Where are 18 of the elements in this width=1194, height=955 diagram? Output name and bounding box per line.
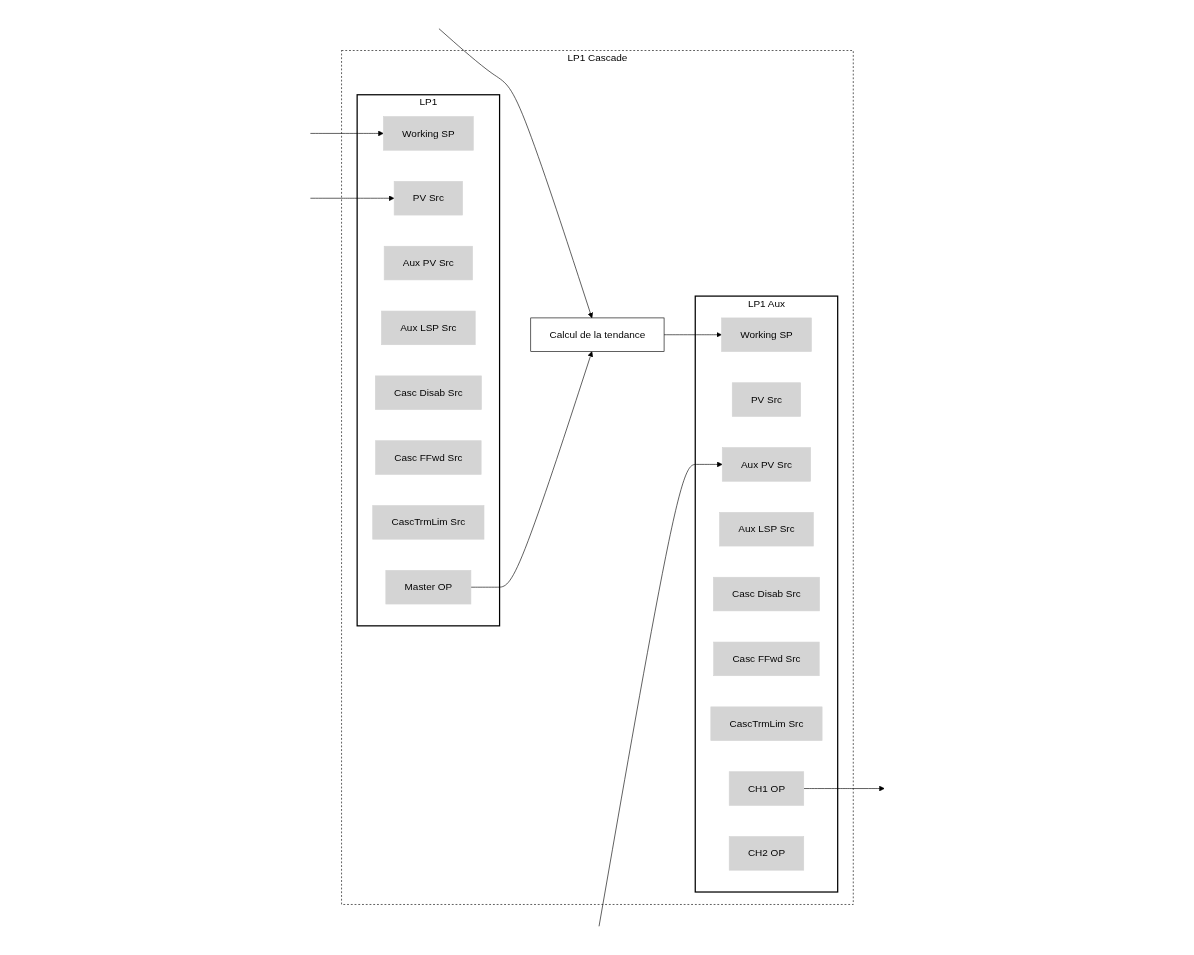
- node-box: PV Src: [393, 181, 463, 216]
- node-box: Aux LSP Src: [718, 512, 814, 547]
- node-box: Master OP: [385, 570, 471, 605]
- node-box: Aux PV Src: [383, 245, 473, 281]
- node-box: CH1 OP: [728, 771, 804, 806]
- node-box: CascTrmLim Src: [372, 505, 484, 540]
- node-box: Aux PV Src: [721, 447, 811, 482]
- node-box: Casc Disab Src: [712, 576, 820, 612]
- node-box: Calcul de la tendance: [530, 317, 664, 352]
- node-box: Casc Disab Src: [374, 375, 482, 410]
- node-box: Aux LSP Src: [380, 310, 476, 346]
- node-box: Casc FFwd Src: [374, 440, 482, 475]
- node-box: Working SP: [382, 116, 474, 151]
- node-box: PV Src: [731, 382, 801, 417]
- node-box: CH2 OP: [728, 836, 804, 871]
- node-box: CascTrmLim Src: [710, 706, 822, 741]
- node-box: Casc FFwd Src: [712, 641, 820, 676]
- node-box: Working SP: [720, 317, 812, 352]
